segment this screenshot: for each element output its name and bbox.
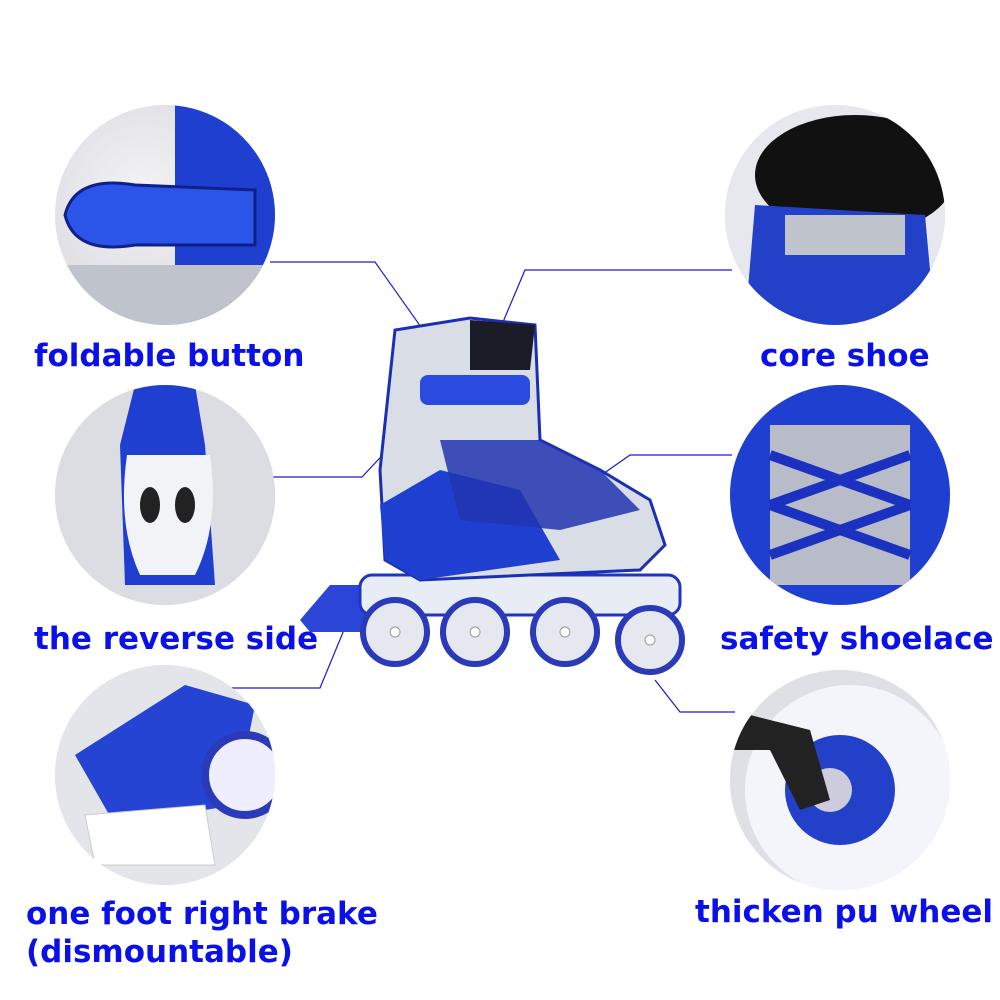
boot-buckle	[420, 375, 530, 405]
axle-bolt	[559, 626, 571, 638]
axle-bolt	[469, 626, 481, 638]
feature-label-brake-line1: one foot right brake	[26, 896, 378, 932]
feature-label-brake: one foot right brake (dismountable)	[26, 895, 378, 971]
inline-skate-image	[300, 316, 685, 675]
feature-label-safety-shoelace: safety shoelace	[720, 621, 994, 657]
skate-wheels	[360, 597, 685, 675]
feature-label-core-shoe: core shoe	[760, 338, 930, 374]
callout-line-core-shoe	[502, 269, 732, 323]
axle-bolt	[389, 626, 401, 638]
feature-label-foldable-button: foldable button	[34, 338, 305, 374]
callout-line-wheel	[654, 679, 735, 713]
feature-photo-brake	[55, 665, 275, 885]
feature-photo-core-shoe	[725, 105, 945, 325]
boot-collar	[470, 320, 535, 370]
callout-line-reverse-side	[265, 444, 393, 478]
wheel-axles	[389, 626, 656, 646]
feature-photo-safety-shoelace	[730, 385, 950, 605]
boot-laces-area	[440, 440, 640, 530]
axle-bolt	[644, 634, 656, 646]
feature-label-reverse-side: the reverse side	[34, 621, 319, 657]
feature-label-wheel: thicken pu wheel	[695, 894, 993, 930]
feature-photo-foldable-button	[55, 105, 275, 325]
callout-line-brake	[230, 624, 347, 689]
feature-photo-reverse-side	[55, 385, 275, 605]
callout-line-safety-shoelace	[599, 454, 732, 477]
feature-label-brake-line2: (dismountable)	[26, 934, 293, 970]
feature-photo-wheel	[730, 670, 950, 890]
